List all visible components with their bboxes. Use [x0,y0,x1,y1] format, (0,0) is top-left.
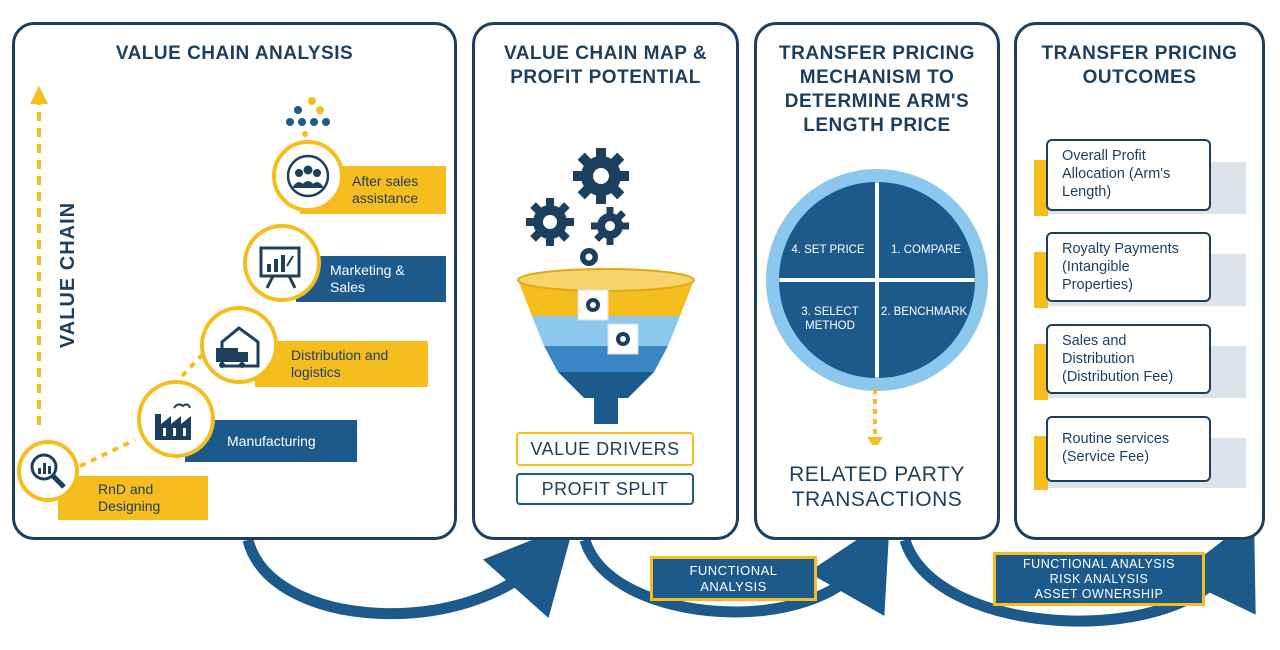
pricing-cycle-diagram: 4. SET PRICE 1. COMPARE 3. SELECT METHOD… [766,169,988,445]
value-chain-axis [30,86,48,425]
connector-label-line: ANALYSIS [700,578,767,594]
rnd-circle [17,440,79,502]
step-label-line: Manufacturing [227,432,316,449]
arrow-mechanism-to-outcomes [899,516,1256,627]
distribution-circle [200,306,278,384]
manufacturing-circle [137,380,215,458]
outcome-line: Routine services [1062,431,1170,447]
outcome-line: Distribution [1062,351,1135,367]
step-label-distribution: Distribution and logistics [255,341,428,387]
marketing-circle [243,224,321,302]
step-label-rnd: RnD and Designing [58,476,208,520]
value-drivers-box: VALUE DRIVERS [516,432,694,466]
panel-title-line: VALUE CHAIN MAP & [503,43,708,64]
step-label-line: assistance [352,190,419,206]
outcome-line: (Service Fee) [1062,449,1150,465]
outcome-line: (Intangible [1062,259,1130,275]
step-label-line: Marketing & [330,262,405,278]
after-sales-circle [272,140,344,212]
outcome-line: Sales and [1062,333,1127,349]
panel-title: VALUE CHAIN ANALYSIS [115,43,354,64]
arrow-map-to-mechanism [579,517,890,618]
result-line: TRANSACTIONS [791,488,963,511]
related-party-transactions: RELATED PARTY TRANSACTIONS [756,462,998,512]
panel-title: TRANSFER PRICING MECHANISM TO DETERMINE … [757,42,997,138]
result-line: RELATED PARTY [789,463,965,486]
transfer-pricing-mechanism-panel: TRANSFER PRICING MECHANISM TO DETERMINE … [754,22,1000,540]
warehouse-truck-icon [216,326,260,368]
arrow-down-icon [867,437,883,445]
step-label-marketing: Marketing & Sales [296,256,446,302]
step-benchmark: 2. BENCHMARK [881,306,968,318]
connector-label-line: FUNCTIONAL [689,562,778,578]
functional-analysis-label: FUNCTIONAL ANALYSIS [650,556,817,601]
connector-label-line: RISK ANALYSIS [1049,571,1149,586]
outcome-line: Royalty Payments [1062,241,1179,257]
outcome-tab [1034,160,1048,216]
step-method: METHOD [805,320,855,332]
people-group-icon [286,154,330,198]
step-label-line: After sales [352,173,419,189]
outcome-line: Length) [1062,184,1112,200]
panel-title-line: OUTCOMES [1082,67,1197,88]
outcome-royalty-payments: Royalty Payments (Intangible Properties) [1046,232,1211,302]
outcome-tab [1034,344,1048,400]
panel-title: TRANSFER PRICING OUTCOMES [1017,42,1262,90]
step-label-line: Sales [330,279,366,295]
arrow-value-chain-to-map [242,523,575,620]
outcome-tab [1034,252,1048,308]
factory-icon [155,403,191,440]
outcome-tab [1034,436,1048,490]
outcome-line: (Distribution Fee) [1062,369,1174,385]
outcome-routine-services: Routine services (Service Fee) [1046,416,1211,482]
panel-title-line: TRANSFER PRICING [779,43,975,64]
presentation-board-icon [259,246,301,289]
step-label-line: Designing [98,498,161,514]
gears-icon [526,148,629,266]
arrow-up-icon [30,86,48,104]
panel-title: VALUE CHAIN MAP & PROFIT POTENTIAL [475,42,736,90]
analysis-ownership-label: FUNCTIONAL ANALYSIS RISK ANALYSIS ASSET … [993,552,1205,606]
panel-title-line: LENGTH PRICE [803,115,951,136]
panel-title-line: DETERMINE ARM'S [784,91,970,112]
outcome-line: Properties) [1062,277,1133,293]
panel-title-line: MECHANISM TO [799,67,955,88]
step-select: 3. SELECT [801,306,859,318]
panel-title-line: TRANSFER PRICING [1041,43,1238,64]
connector-label-line: ASSET OWNERSHIP [1034,586,1164,601]
magnifier-chart-icon [30,453,66,489]
connector-label-line: FUNCTIONAL ANALYSIS [1023,556,1175,571]
outcome-line: Overall Profit [1062,148,1146,164]
step-label-line: RnD and [98,481,154,497]
step-set-price: 4. SET PRICE [791,244,865,256]
outcome-sales-distribution: Sales and Distribution (Distribution Fee… [1046,324,1211,394]
profit-split-box: PROFIT SPLIT [516,473,694,505]
outcome-line: Allocation (Arm's [1062,166,1171,182]
outcome-profit-allocation: Overall Profit Allocation (Arm's Length) [1046,139,1211,211]
step-label-line: logistics [291,364,341,380]
step-compare: 1. COMPARE [891,244,961,256]
step-label-line: Distribution and [291,347,389,363]
funnel-icon [517,268,695,424]
panel-title-line: PROFIT POTENTIAL [510,67,701,88]
